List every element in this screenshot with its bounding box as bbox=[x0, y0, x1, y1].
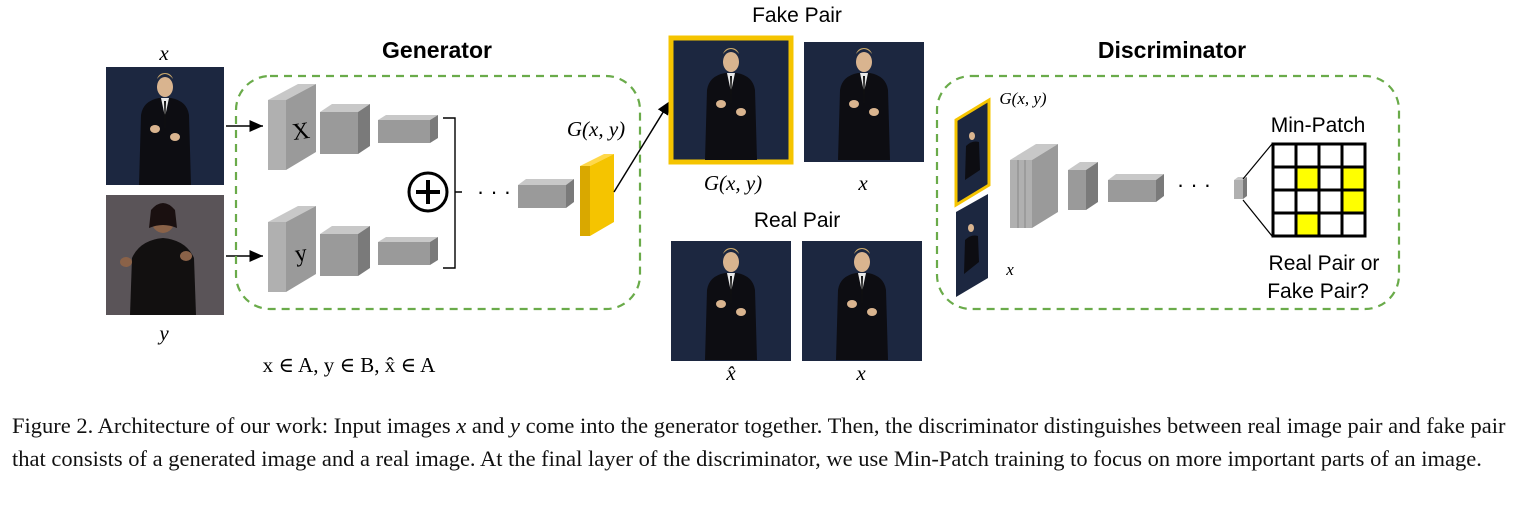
fake-pair-left-label: G(x, y) bbox=[704, 171, 762, 195]
encoder-x-blocks: X bbox=[268, 84, 438, 170]
caption-mid: and bbox=[466, 413, 511, 438]
fake-pair-title: Fake Pair bbox=[752, 4, 842, 27]
encoder-y-blocks: y bbox=[268, 206, 438, 292]
discriminator-input-bottom-label: x bbox=[1005, 260, 1014, 279]
fake-pair-right-label: x bbox=[857, 171, 868, 195]
caption-rest: come into the generator together. Then, … bbox=[12, 413, 1506, 471]
encoder-y-letter: y bbox=[293, 240, 309, 267]
generator-section: x y Generator X bbox=[106, 37, 671, 377]
real-pair-section: Real Pair x̂ x bbox=[671, 209, 922, 385]
fake-pair-real-image bbox=[804, 42, 924, 162]
min-patch-title: Min-Patch bbox=[1271, 114, 1366, 137]
real-pair-title: Real Pair bbox=[754, 209, 840, 232]
discriminator-input-generated bbox=[954, 97, 991, 208]
discriminator-input-real bbox=[956, 194, 988, 297]
real-pair-right-label: x bbox=[855, 361, 866, 385]
generator-box bbox=[234, 74, 642, 311]
discriminator-input-top-label: G(x, y) bbox=[999, 89, 1047, 108]
discriminator-title: Discriminator bbox=[1098, 37, 1246, 63]
input-x-label: x bbox=[158, 41, 169, 65]
fake-pair-generated-image bbox=[668, 35, 794, 165]
patch-cell bbox=[1271, 211, 1298, 238]
question-line-1: Real Pair or bbox=[1269, 252, 1380, 275]
patch-cell-highlighted bbox=[1340, 188, 1367, 215]
real-pair-real-image bbox=[802, 241, 922, 361]
architecture-diagram: x y Generator X bbox=[106, 4, 1401, 385]
patch-cell bbox=[1317, 188, 1344, 215]
input-image-y bbox=[106, 195, 224, 315]
question-line-2: Fake Pair? bbox=[1267, 280, 1369, 303]
min-patch-grid bbox=[1271, 142, 1367, 238]
patch-cell bbox=[1317, 142, 1344, 169]
input-image-x bbox=[106, 67, 224, 185]
discriminator-final-layer bbox=[1234, 177, 1247, 199]
patch-cell bbox=[1271, 142, 1298, 169]
caption-var-y: y bbox=[510, 413, 521, 438]
patch-cell-highlighted bbox=[1294, 211, 1321, 238]
generator-output-block bbox=[580, 154, 614, 236]
real-pair-left-label: x̂ bbox=[725, 361, 736, 385]
patch-cell bbox=[1271, 188, 1298, 215]
generator-ellipsis: · · · bbox=[477, 179, 511, 204]
generator-output-label: G(x, y) bbox=[567, 117, 625, 141]
patch-cell bbox=[1317, 211, 1344, 238]
sum-icon bbox=[407, 171, 449, 213]
encoder-x-letter: X bbox=[291, 118, 312, 146]
patch-cell-highlighted bbox=[1294, 165, 1321, 192]
real-pair-hat-image bbox=[671, 241, 791, 361]
caption-var-x: x bbox=[456, 413, 467, 438]
fake-pair-section: Fake Pair G(x, y) x bbox=[668, 4, 924, 195]
patch-cell bbox=[1340, 142, 1367, 169]
zoom-line-bottom bbox=[1242, 199, 1273, 237]
discriminator-layer-1 bbox=[1010, 144, 1058, 228]
discriminator-box bbox=[935, 74, 1401, 311]
caption-prefix: Figure 2. Architecture of our work: Inpu… bbox=[12, 413, 457, 438]
input-y-label: y bbox=[157, 321, 169, 345]
patch-cell-highlighted bbox=[1340, 165, 1367, 192]
patch-cell bbox=[1294, 142, 1321, 169]
discriminator-layer-2 bbox=[1068, 162, 1098, 210]
patch-cell bbox=[1317, 165, 1344, 192]
zoom-line-top bbox=[1242, 143, 1273, 180]
patch-cell bbox=[1271, 165, 1298, 192]
discriminator-layer-3 bbox=[1108, 174, 1164, 202]
generator-title: Generator bbox=[382, 37, 492, 63]
domain-statement: x ∈ A, y ∈ B, x̂ ∈ A bbox=[263, 353, 436, 377]
discriminator-ellipsis: · · · bbox=[1177, 172, 1211, 197]
patch-cell bbox=[1340, 211, 1367, 238]
decoder-block bbox=[518, 179, 574, 208]
figure-caption: Figure 2. Architecture of our work: Inpu… bbox=[12, 409, 1507, 475]
merge-bracket bbox=[443, 117, 462, 269]
patch-cell bbox=[1294, 188, 1321, 215]
arrow-output-to-fake-pair bbox=[613, 100, 671, 193]
discriminator-section: Discriminator G(x, y) x bbox=[935, 37, 1401, 311]
